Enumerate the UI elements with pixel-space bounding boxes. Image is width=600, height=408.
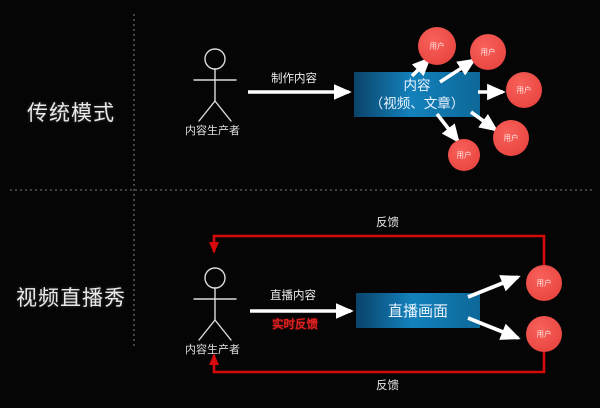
stick-figure-icon-livestream xyxy=(193,267,237,341)
stick-figure-icon-traditional xyxy=(193,48,237,122)
user-nodes-livestream xyxy=(526,265,562,352)
feedback-path-top xyxy=(208,234,546,265)
content-box xyxy=(354,72,480,117)
arrows-livestream-to-users xyxy=(467,275,521,340)
feedback-path-bottom xyxy=(208,352,546,374)
arrows-content-to-users xyxy=(410,57,506,144)
livestream-box xyxy=(356,293,480,328)
user-nodes-traditional xyxy=(418,27,542,171)
